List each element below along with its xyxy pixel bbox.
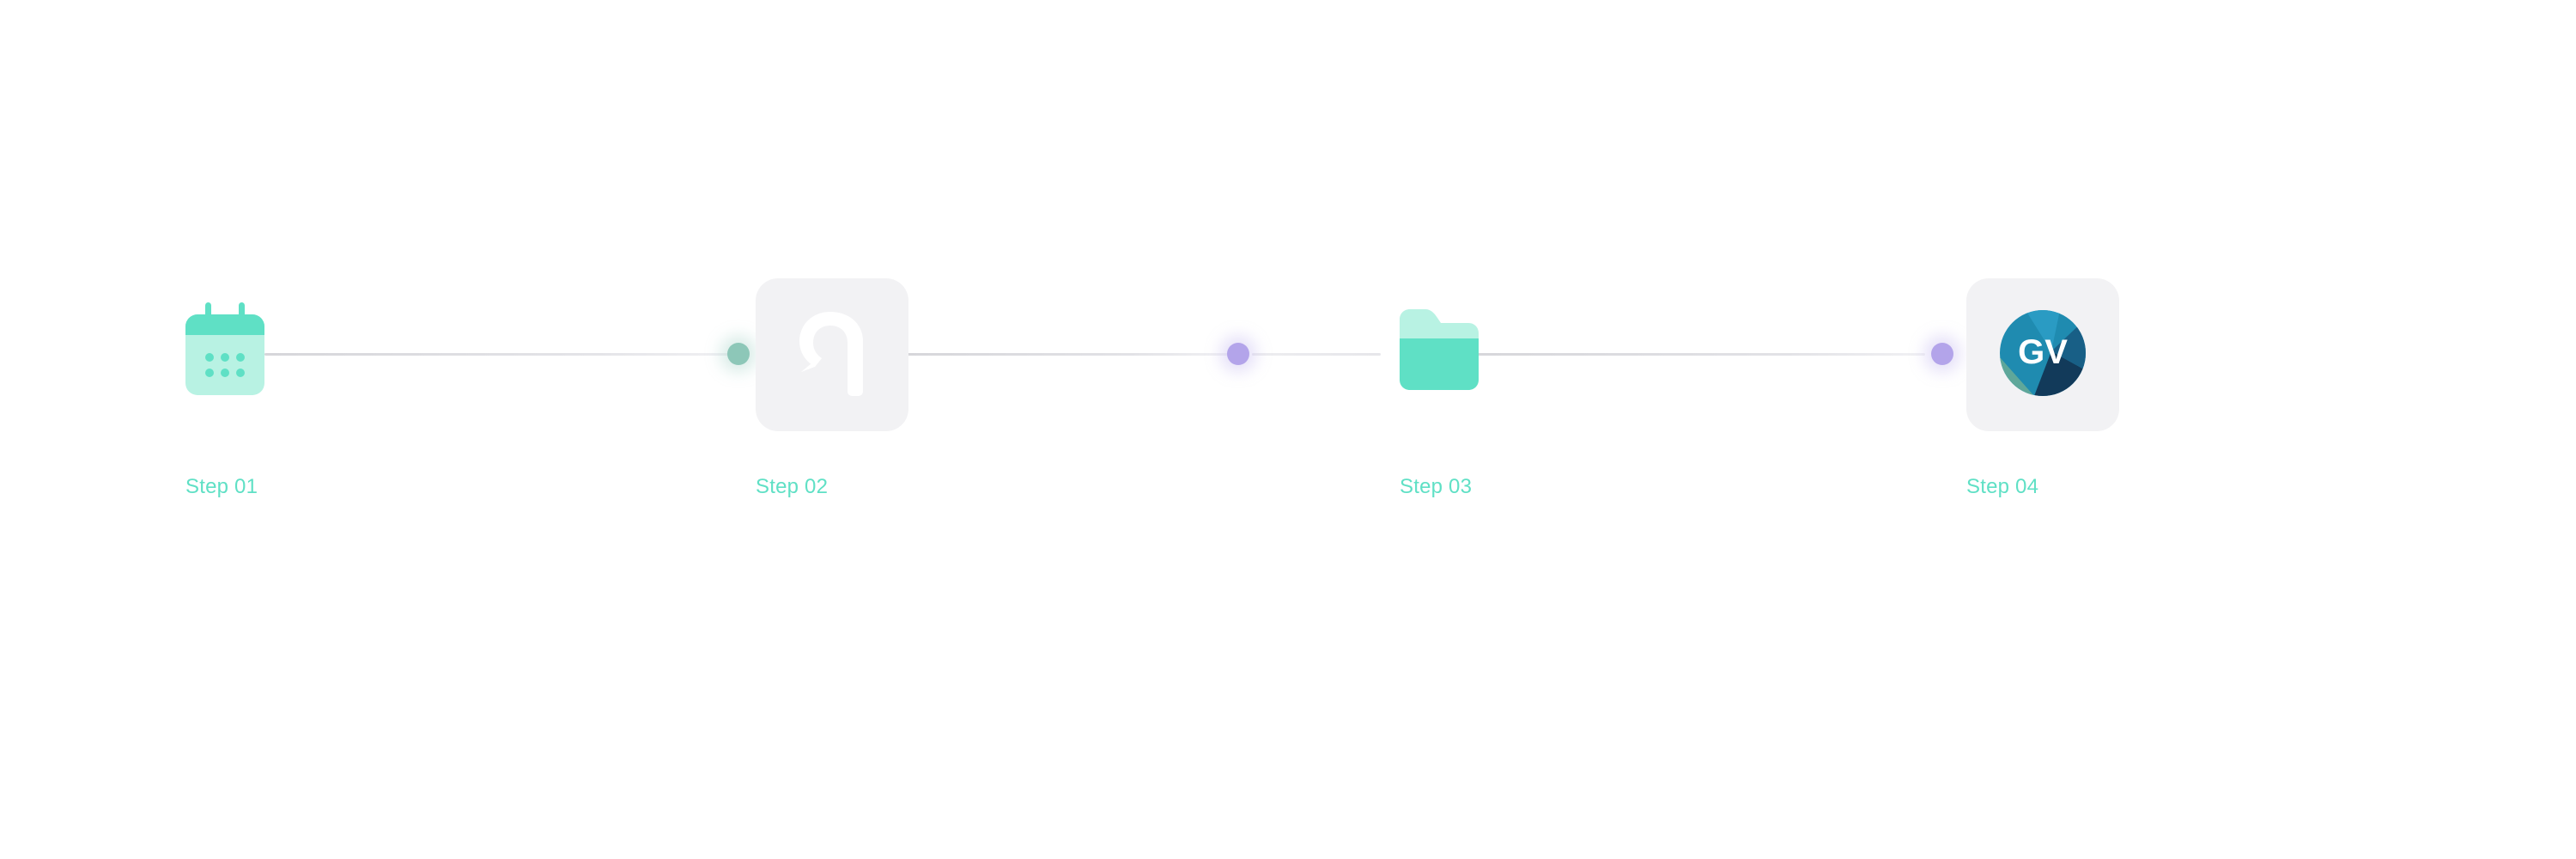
quip-logo-icon [796, 308, 868, 402]
progress-dot [1931, 343, 1953, 365]
progress-dot [1227, 343, 1249, 365]
gv-logo-icon: GV [2000, 309, 2086, 400]
connector-line [1461, 353, 1925, 356]
step-label-02: Step 02 [756, 475, 829, 498]
step-label-04: Step 04 [1966, 475, 2039, 498]
folder-icon [1400, 309, 1479, 390]
progress-dot [727, 343, 750, 365]
step-label-03: Step 03 [1400, 475, 1473, 498]
gv-logo-tile: GV [1966, 278, 2119, 431]
connector-line [264, 353, 738, 356]
quip-logo-tile [756, 278, 908, 431]
connector-line [903, 353, 1228, 356]
connector-line [1252, 353, 1381, 356]
step-label-01: Step 01 [185, 475, 258, 498]
gv-logo-text: GV [2018, 333, 2068, 371]
calendar-icon [185, 302, 264, 395]
